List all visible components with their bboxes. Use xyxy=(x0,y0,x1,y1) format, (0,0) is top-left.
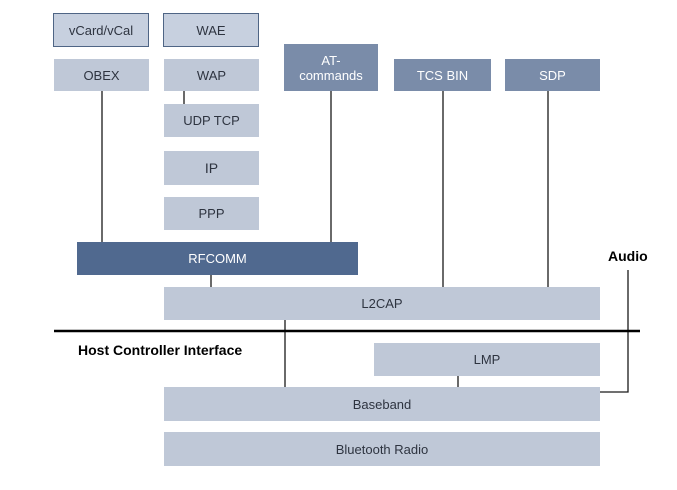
lmp-box: LMP xyxy=(374,343,600,376)
vcard-vcal-box: vCard/vCal xyxy=(53,13,149,47)
at-commands-box: AT- commands xyxy=(284,44,378,91)
rfcomm-box: RFCOMM xyxy=(77,242,358,275)
bluetooth-radio-box: Bluetooth Radio xyxy=(164,432,600,466)
ppp-box: PPP xyxy=(164,197,259,230)
wae-box: WAE xyxy=(163,13,259,47)
obex-box: OBEX xyxy=(54,59,149,91)
tcs-bin-box: TCS BIN xyxy=(394,59,491,91)
audio-label: Audio xyxy=(608,248,648,264)
connector-audio-baseband xyxy=(600,270,629,393)
ip-box: IP xyxy=(164,151,259,185)
udp-tcp-box: UDP TCP xyxy=(164,104,259,137)
sdp-box: SDP xyxy=(505,59,600,91)
baseband-box: Baseband xyxy=(164,387,600,421)
l2cap-box: L2CAP xyxy=(164,287,600,320)
wap-box: WAP xyxy=(164,59,259,91)
host-controller-interface-label: Host Controller Interface xyxy=(78,342,243,358)
